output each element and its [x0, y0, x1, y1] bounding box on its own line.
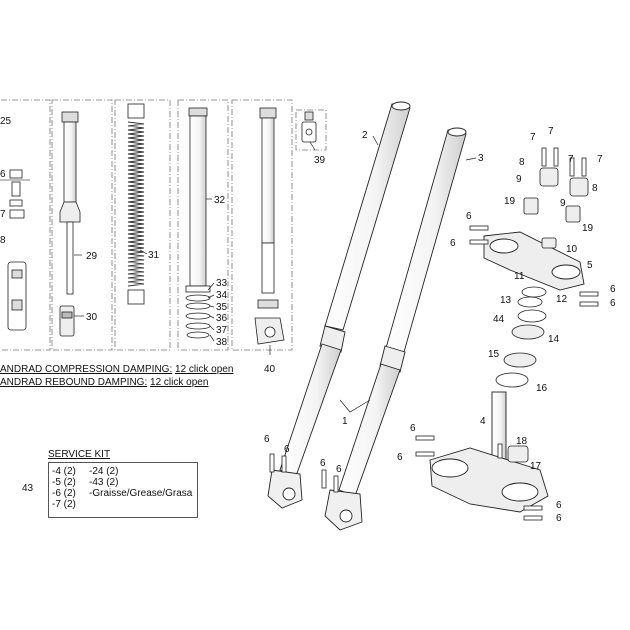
callout-7: 7: [548, 126, 554, 137]
compression-label: ANDRAD COMPRESSION DAMPING:: [0, 364, 173, 375]
left-edge-parts: [0, 169, 30, 331]
callout-9: 9: [560, 198, 566, 209]
callout-6: 6: [336, 464, 342, 475]
callout-36: 36: [216, 313, 228, 324]
callout-6: 6: [410, 423, 416, 434]
adjuster-box: [295, 109, 327, 151]
rebound-damping-note: ANDRAD REBOUND DAMPING: 12 click open: [0, 377, 208, 389]
riser-clamps: [507, 167, 589, 463]
callout-19: 19: [504, 196, 516, 207]
callout-13: 13: [500, 295, 512, 306]
bearings-and-seals: [495, 286, 547, 388]
callout-18: 18: [516, 436, 528, 447]
callout-2: 2: [362, 130, 368, 141]
rebound-label: ANDRAD REBOUND DAMPING:: [0, 377, 148, 388]
callout-6: 6: [556, 513, 562, 524]
callout-14: 14: [548, 334, 560, 345]
kit-item: -24 (2): [89, 466, 119, 477]
callout-8: 8: [592, 183, 598, 194]
lower-triple-clamp-4: [429, 391, 549, 513]
callout-31: 31: [148, 250, 160, 261]
fork-leg-2: [267, 101, 411, 509]
damper-rod-29: [59, 111, 81, 337]
callout-44: 44: [493, 314, 505, 325]
callout-11: 11: [514, 271, 525, 282]
cartridge-box: [0, 99, 51, 351]
callout-38: 38: [216, 337, 228, 348]
callout-6: 6: [610, 284, 616, 295]
service-kit-ref: 43: [22, 483, 34, 494]
compression-value: 12 click open: [175, 364, 234, 375]
callout-15: 15: [488, 349, 500, 360]
callout-33: 33: [216, 278, 228, 289]
kit-item: -43 (2): [89, 477, 119, 488]
callout-5: 5: [587, 260, 593, 271]
callout-29: 29: [86, 251, 98, 262]
callout-6: 6: [397, 452, 403, 463]
callout-6: 6: [284, 444, 290, 455]
outer-cartridge-box: [177, 99, 229, 351]
kit-item: -5 (2): [52, 477, 76, 488]
callout-6: 6: [450, 238, 456, 249]
callout-6: 6: [556, 500, 562, 511]
callout-40: 40: [264, 364, 276, 375]
upper-triple-clamp-5: [483, 231, 585, 291]
kit-item: -4 (2): [52, 466, 76, 477]
fork-cartridge-assembly-box: [231, 99, 293, 351]
spring-box: [114, 99, 171, 351]
spring-31: [127, 103, 145, 305]
adjuster-39: [301, 111, 317, 143]
callout-6: 6: [0, 169, 6, 180]
callout-8: 8: [0, 235, 6, 246]
callout-37: 37: [216, 325, 228, 336]
callout-6: 6: [610, 298, 616, 309]
damper-rod-box: [51, 99, 113, 351]
callout-32: 32: [214, 195, 226, 206]
callout-19: 19: [582, 223, 594, 234]
callout-7: 7: [568, 154, 574, 165]
service-kit-col1: -4 (2) -5 (2) -6 (2) -7 (2): [52, 466, 76, 510]
callout-7: 7: [530, 132, 536, 143]
callout-3: 3: [478, 153, 484, 164]
callout-17: 17: [530, 461, 542, 472]
cartridge-assembly-40: [254, 107, 285, 345]
service-kit-col2: -24 (2) -43 (2) -Graisse/Grease/Grasa: [89, 466, 192, 499]
callout-16: 16: [536, 383, 548, 394]
callout-10: 10: [566, 244, 578, 255]
callout-4: 4: [480, 416, 486, 427]
callout-6: 6: [320, 458, 326, 469]
callout-39: 39: [314, 155, 326, 166]
callout-9: 9: [516, 174, 522, 185]
callout-25: 25: [0, 116, 12, 127]
rebound-value: 12 click open: [150, 377, 209, 388]
kit-item: -Graisse/Grease/Grasa: [89, 488, 193, 499]
outer-cartridge-32: [185, 107, 211, 339]
callout-7: 7: [0, 209, 6, 220]
service-kit-title: SERVICE KIT: [48, 449, 111, 460]
bolts: [269, 147, 599, 521]
callout-35: 35: [216, 302, 228, 313]
leader-lines: [74, 135, 477, 413]
kit-item: -7 (2): [52, 499, 76, 510]
callout-7: 7: [597, 154, 603, 165]
fork-leg-3: [324, 127, 467, 531]
callout-6: 6: [264, 434, 270, 445]
callout-6: 6: [466, 211, 472, 222]
callout-12: 12: [556, 294, 568, 305]
compression-damping-note: ANDRAD COMPRESSION DAMPING: 12 click ope…: [0, 364, 233, 376]
kit-item: -6 (2): [52, 488, 76, 499]
service-kit-box: -4 (2) -5 (2) -6 (2) -7 (2) -24 (2) -43 …: [48, 462, 198, 518]
callout-30: 30: [86, 312, 98, 323]
callout-1: 1: [342, 416, 348, 427]
callout-34: 34: [216, 290, 228, 301]
callout-8: 8: [519, 157, 525, 168]
